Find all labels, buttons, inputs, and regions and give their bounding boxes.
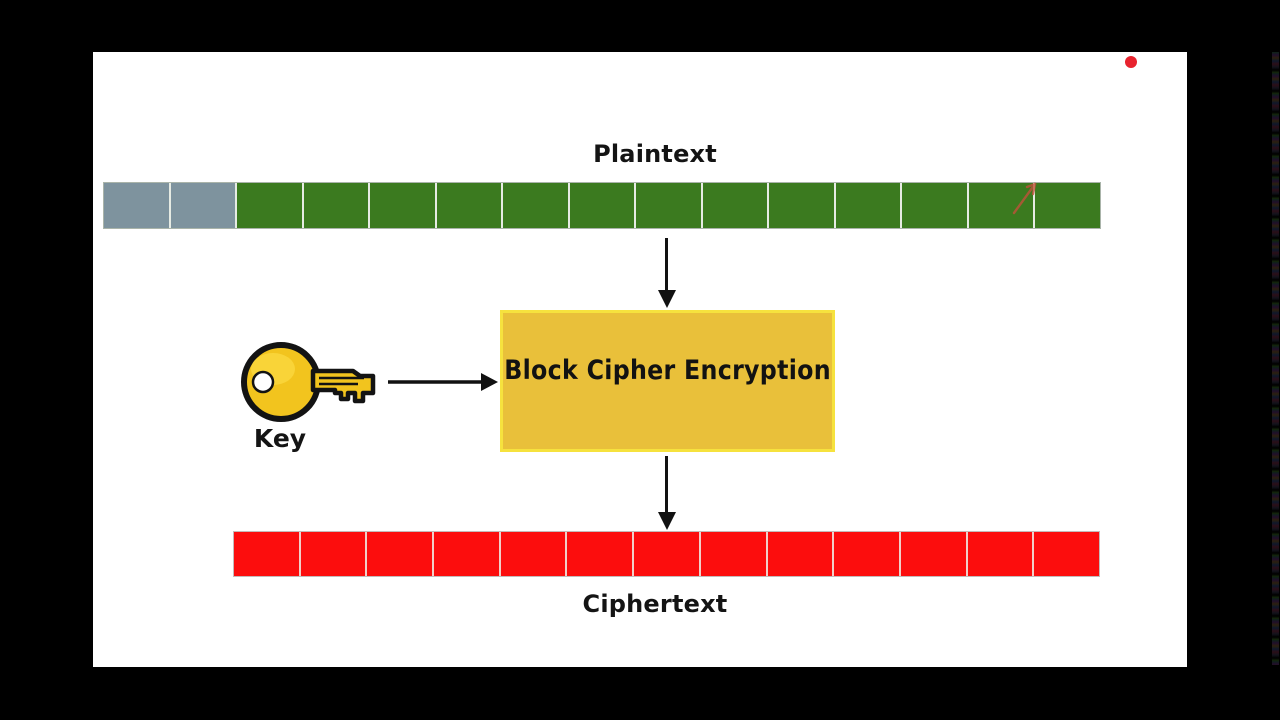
plaintext-to-box-arrow-line [665, 238, 668, 291]
plaintext-block [303, 183, 371, 228]
plaintext-block [902, 183, 969, 228]
ciphertext-block [1034, 532, 1099, 576]
plaintext-to-box-arrow-head [658, 290, 676, 308]
block-cipher-encryption-box: Block Cipher Encryption [500, 310, 835, 452]
plaintext-block [1035, 183, 1100, 228]
keyhole [251, 370, 275, 394]
ciphertext-block [500, 532, 568, 576]
key-icon [241, 342, 498, 422]
ciphertext-block [767, 532, 835, 576]
ciphertext-block [300, 532, 368, 576]
ciphertext-block [967, 532, 1035, 576]
empty-block [104, 183, 171, 228]
plaintext-block [503, 183, 570, 228]
plaintext-block [702, 183, 770, 228]
ciphertext-block [834, 532, 901, 576]
block-cipher-encryption-label: Block Cipher Encryption [504, 355, 831, 386]
ciphertext-block [367, 532, 435, 576]
ciphertext-block [900, 532, 968, 576]
ciphertext-label: Ciphertext [582, 590, 728, 618]
empty-block [170, 183, 238, 228]
ciphertext-block [234, 532, 301, 576]
plaintext-bar [103, 182, 1101, 229]
ciphertext-block [567, 532, 635, 576]
edge-noise-artifact [1272, 52, 1279, 665]
box-to-ciphertext-arrow-line [665, 456, 668, 513]
plaintext-block [237, 183, 304, 228]
plaintext-block [968, 183, 1036, 228]
ciphertext-block [634, 532, 701, 576]
ciphertext-block [700, 532, 768, 576]
plaintext-block [569, 183, 637, 228]
plaintext-block [636, 183, 703, 228]
ciphertext-bar [233, 531, 1100, 577]
plaintext-block [436, 183, 504, 228]
key-label: Key [253, 424, 307, 453]
box-to-ciphertext-arrow-head [658, 512, 676, 530]
plaintext-block [769, 183, 836, 228]
plaintext-block [835, 183, 903, 228]
plaintext-block [370, 183, 437, 228]
recording-dot-icon [1125, 56, 1137, 68]
ciphertext-block [434, 532, 501, 576]
annotation-arrow-mark [1012, 182, 1037, 215]
key-to-box-arrow [388, 373, 498, 391]
plaintext-label: Plaintext [593, 140, 717, 168]
